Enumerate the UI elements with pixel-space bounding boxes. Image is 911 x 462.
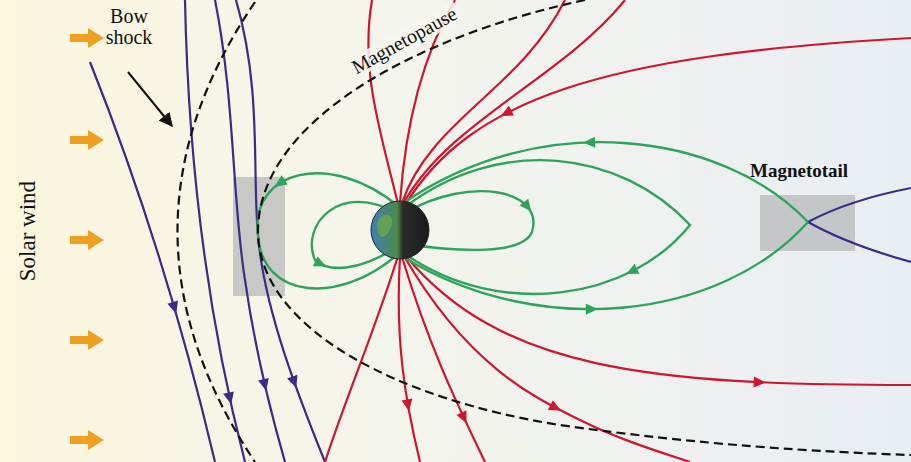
- solar-wind-field-lines: [90, 0, 911, 462]
- field-line: [405, 160, 690, 294]
- field-arrowhead: [402, 398, 415, 412]
- magnetopause-curve: [258, 0, 911, 455]
- solar-wind-label: Solar wind: [16, 181, 40, 281]
- field-line: [405, 142, 808, 222]
- magnetotail-label: Magnetotail: [750, 161, 848, 181]
- open-field-lines: [325, 0, 911, 462]
- field-arrowhead: [548, 400, 564, 415]
- field-line: [808, 222, 911, 262]
- field-arrowhead: [287, 375, 301, 390]
- field-arrowhead: [223, 391, 236, 405]
- field-arrowhead: [586, 304, 598, 315]
- earth: [371, 201, 429, 259]
- field-line: [368, 0, 398, 204]
- field-arrowhead: [520, 199, 536, 215]
- field-arrowhead: [258, 378, 271, 392]
- field-line: [399, 257, 420, 462]
- field-arrowhead: [583, 137, 595, 148]
- field-line: [90, 62, 215, 462]
- field-arrowhead: [272, 175, 288, 191]
- field-arrowhead: [624, 264, 640, 279]
- field-line: [402, 257, 485, 462]
- field-arrowhead: [498, 106, 514, 121]
- field-line: [236, 0, 325, 462]
- leader-arrow: [128, 72, 172, 126]
- field-line: [405, 222, 808, 309]
- field-arrowhead: [313, 256, 329, 271]
- bow-shock-label: Bow shock: [96, 6, 162, 48]
- bow-shock-curve: [178, 2, 256, 462]
- magnetopause-label: Magnetopause: [345, 1, 462, 79]
- field-line: [808, 188, 911, 222]
- field-line: [405, 38, 911, 205]
- earth-continent: [377, 215, 392, 237]
- field-arrowhead: [754, 376, 766, 388]
- field-line: [404, 256, 690, 462]
- field-arrowhead: [456, 410, 471, 426]
- solar-wind-arrows: [70, 28, 104, 450]
- field-line: [405, 255, 911, 385]
- closed-field-lines: [257, 142, 808, 309]
- field-arrowhead: [167, 301, 181, 316]
